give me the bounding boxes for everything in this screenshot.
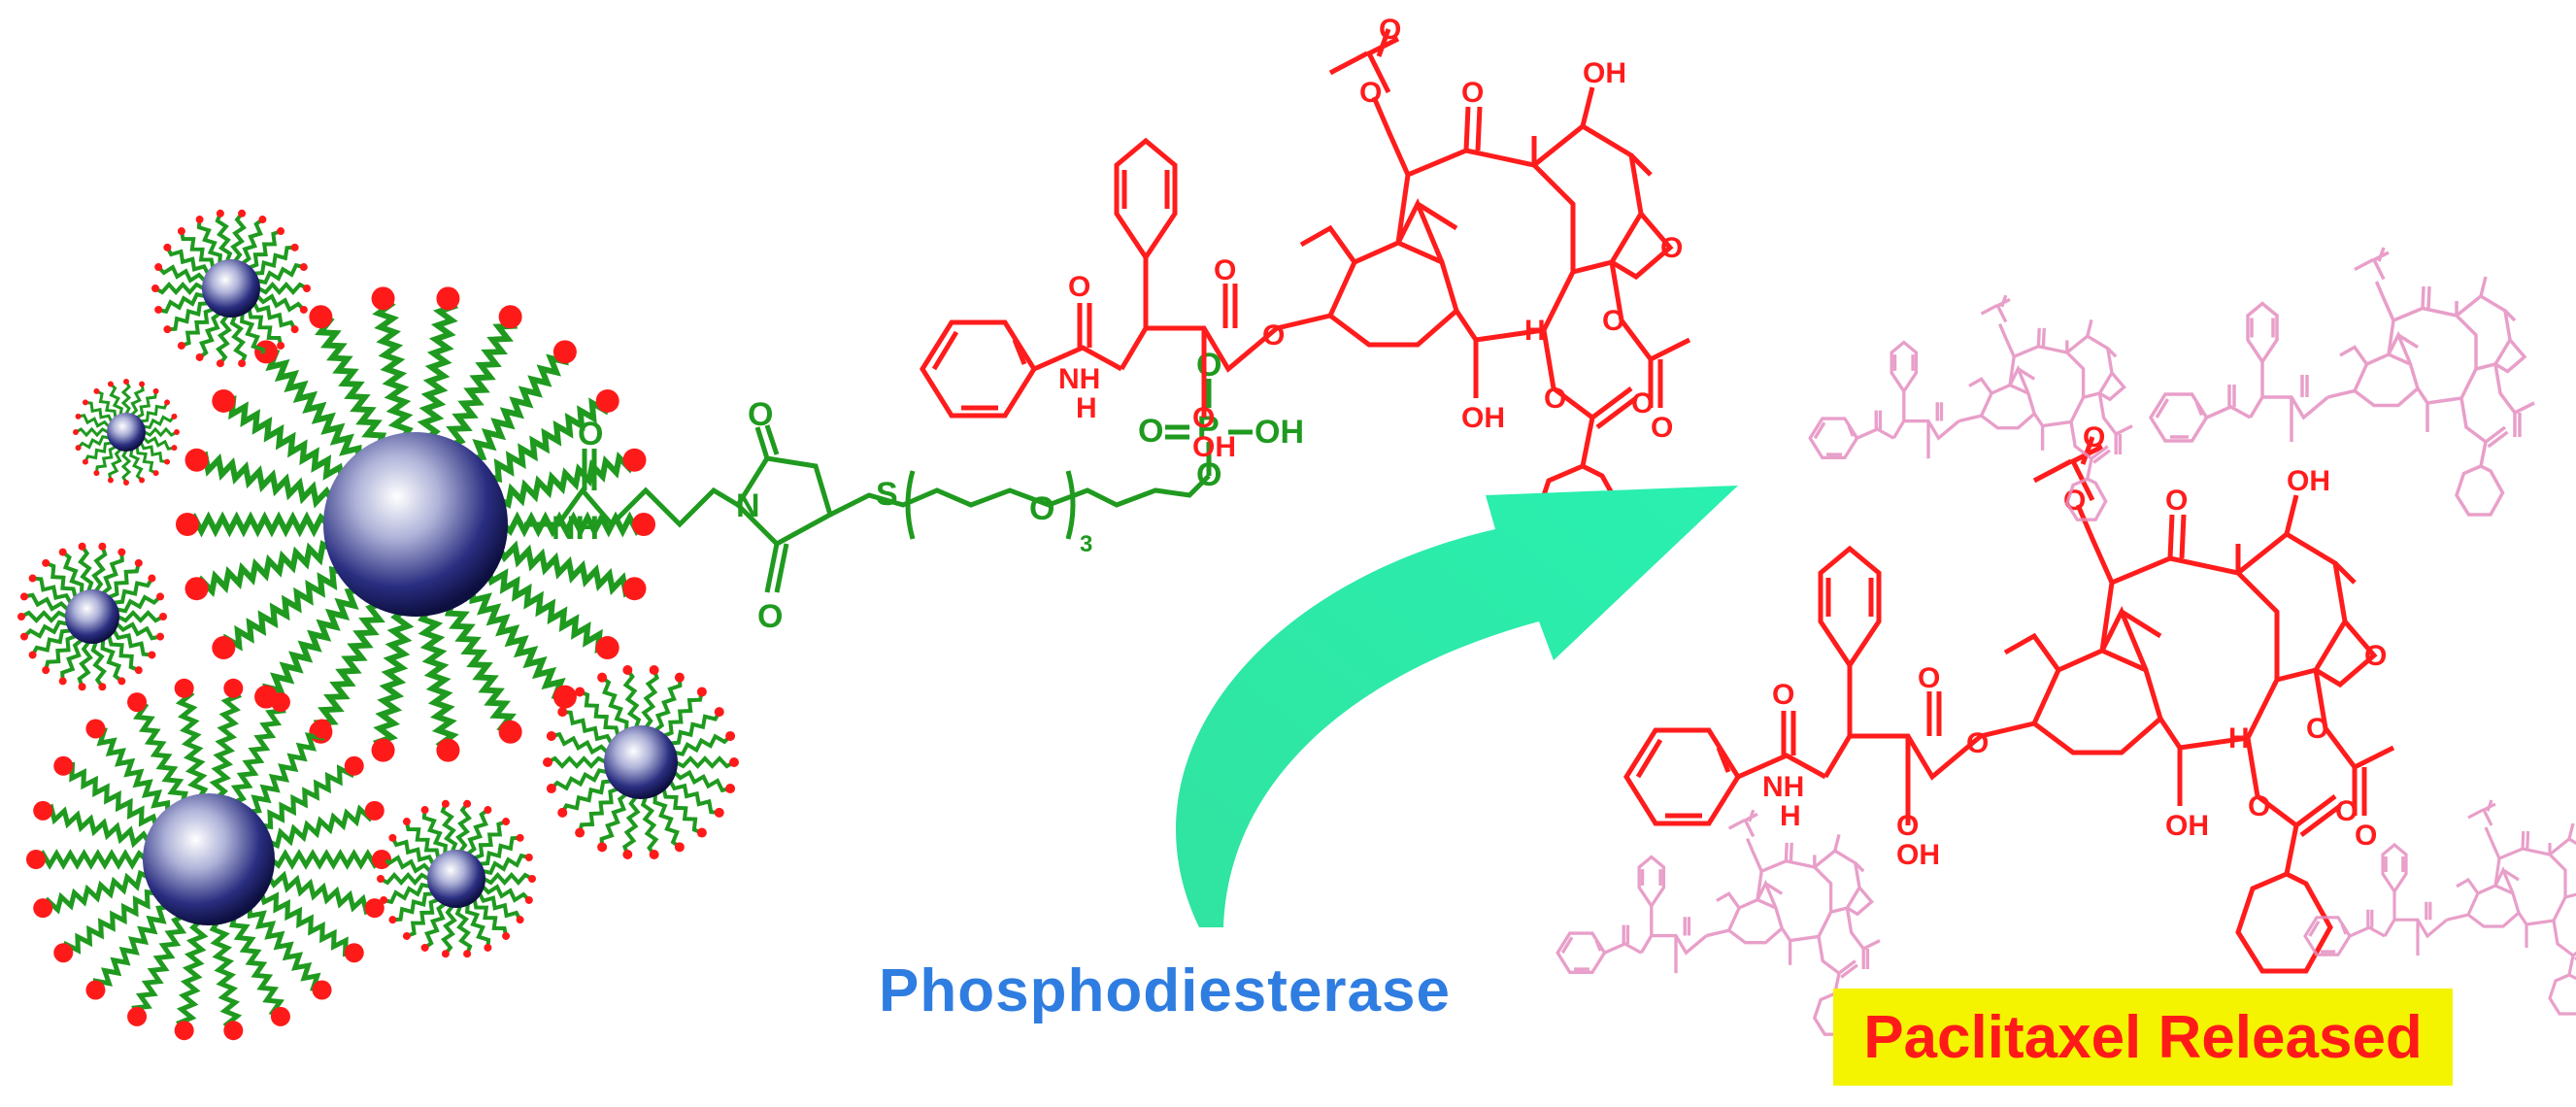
atom-label: OH: [2165, 810, 2209, 842]
atom-label: P: [1197, 410, 1220, 447]
atom-label: H: [1076, 392, 1097, 424]
released-label-box: Paclitaxel Released: [1833, 989, 2453, 1086]
atom-label: OH: [1583, 57, 1626, 89]
enzyme-label: Phosphodiesterase: [879, 957, 1451, 1024]
nanoparticle-icon: [17, 542, 167, 691]
atom-label: OH: [1192, 431, 1236, 463]
atom-label: O: [1192, 402, 1215, 434]
atom-label: O: [1772, 679, 1794, 711]
atom-label: O: [1966, 727, 1989, 759]
atom-label: O: [1651, 412, 1673, 444]
atom-label: O: [1214, 254, 1236, 286]
nanoparticle-icon: [26, 678, 391, 1041]
atom-label: OH: [2287, 465, 2330, 497]
atom-label: O: [748, 396, 773, 433]
atom-label: O: [1138, 413, 1163, 450]
atom-label: O: [1262, 319, 1285, 352]
atom-label: O: [1029, 490, 1054, 527]
atom-label: O: [1379, 14, 1401, 46]
atom-label: S: [876, 476, 898, 513]
paclitaxel-structure-icon: [1556, 809, 1881, 1036]
atom-label: O: [2355, 820, 2377, 852]
atom-label: OH: [1255, 414, 1304, 451]
atom-label: O: [1896, 810, 1919, 842]
atom-label: O: [2335, 795, 2358, 827]
paclitaxel-structure-icon: [2148, 247, 2535, 517]
atom-label: OH: [1896, 839, 1940, 871]
atom-label: O: [1196, 456, 1221, 493]
linker-atom-labels: NH O N O O S O 3 O P O OH O: [552, 347, 1304, 635]
atom-label: H: [1524, 315, 1546, 347]
nanoparticle-icon: [543, 664, 739, 860]
paclitaxel-structure-icon: [2303, 799, 2576, 1016]
atom-label: O: [2248, 790, 2270, 822]
atom-label: O: [1602, 305, 1624, 337]
curved-arrow-icon: [1176, 486, 1738, 927]
released-label: Paclitaxel Released: [1863, 1003, 2423, 1071]
atom-label: NH: [1058, 363, 1100, 395]
atom-label: O: [2364, 640, 2387, 672]
atom-label: O: [1544, 383, 1566, 415]
nanoparticle-icon: [73, 379, 180, 486]
nanoparticle-icon: [176, 286, 655, 762]
atom-label: O: [1068, 271, 1090, 303]
atom-label: 3: [1080, 531, 1092, 557]
atom-label: O: [578, 416, 603, 453]
atom-label: NH: [1762, 771, 1804, 803]
nanoparticle-icon: [151, 209, 311, 368]
nanoparticle-cluster: [17, 209, 739, 1041]
atom-label: H: [1780, 800, 1801, 832]
nanoparticle-icon: [377, 799, 536, 958]
atom-label: O: [2306, 713, 2328, 745]
atom-label: H: [2228, 722, 2250, 755]
atom-label: O: [757, 598, 783, 635]
atom-label: O: [1461, 77, 1484, 109]
atom-label: O: [1359, 77, 1382, 109]
atom-label: O: [2165, 485, 2188, 517]
atom-label: N: [736, 487, 760, 524]
atom-label: O: [1918, 662, 1940, 694]
paclitaxel-structure-icon: [1808, 294, 2133, 521]
atom-label: O: [2083, 421, 2105, 453]
atom-label: O: [1660, 232, 1683, 264]
atom-label: OH: [1461, 402, 1505, 434]
linker-chain: [524, 379, 1253, 593]
atom-label: NH: [552, 510, 599, 547]
atom-label: O: [1631, 387, 1654, 419]
